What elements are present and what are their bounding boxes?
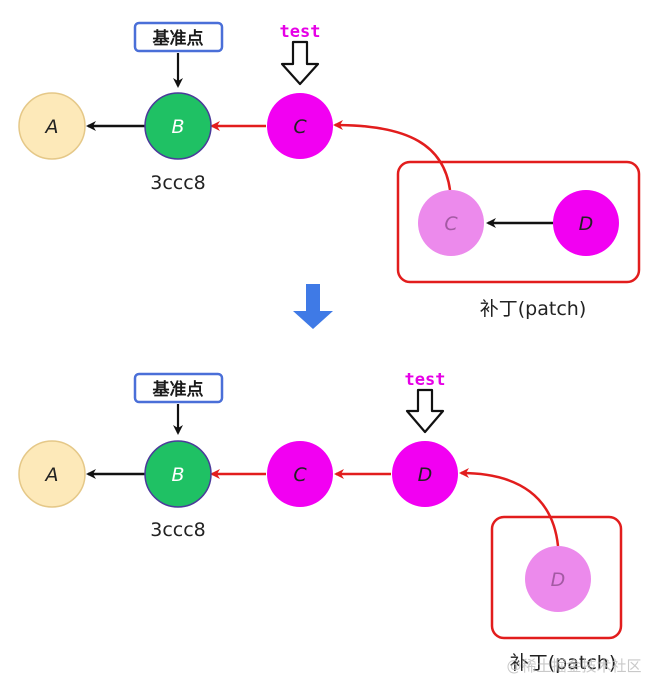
- svg-text:C: C: [293, 464, 307, 486]
- top-patch-label: 补丁(patch): [480, 298, 586, 320]
- top-branch-pointer-icon: [280, 40, 320, 86]
- svg-text:B: B: [171, 464, 184, 486]
- watermark: @稀土掘金技术社区: [506, 657, 641, 675]
- svg-text:B: B: [171, 116, 184, 138]
- top-diagram: 基准点 test A B 3ccc8 C C: [18, 21, 641, 320]
- top-patch-node-d: D: [553, 190, 619, 256]
- bottom-node-d: D: [392, 441, 458, 507]
- top-branch-label: test: [280, 22, 321, 42]
- svg-text:D: D: [551, 569, 566, 591]
- top-node-a: A: [18, 92, 86, 160]
- bottom-patch-label: 补丁(patch): [510, 652, 616, 674]
- bottom-node-b: B: [144, 440, 212, 508]
- bottom-base-badge: 基准点: [133, 372, 224, 404]
- svg-text:D: D: [579, 213, 594, 235]
- top-base-badge-text: 基准点: [152, 28, 204, 49]
- bottom-branch-label: test: [405, 370, 446, 390]
- bottom-node-c: C: [267, 441, 333, 507]
- svg-text:C: C: [293, 116, 307, 138]
- top-patch-node-c: C: [418, 190, 484, 256]
- bottom-commit-hash: 3ccc8: [150, 519, 206, 541]
- svg-text:A: A: [44, 464, 59, 486]
- bottom-arrow-patch-to-d: [459, 468, 560, 547]
- top-node-c: C: [267, 93, 333, 159]
- transition-down-arrow-icon: [293, 284, 333, 329]
- bottom-patch-node-d: D: [525, 546, 591, 612]
- top-commit-hash: 3ccc8: [150, 172, 206, 194]
- bottom-branch-pointer-icon: [405, 388, 445, 434]
- bottom-node-a: A: [18, 440, 86, 508]
- top-node-b: B: [144, 92, 212, 160]
- svg-text:D: D: [418, 464, 433, 486]
- svg-text:A: A: [44, 116, 59, 138]
- bottom-diagram: 基准点 test A B 3ccc8 C D D: [18, 370, 623, 674]
- top-arrow-patch-to-c: [333, 120, 452, 191]
- top-patch-box: C D: [396, 160, 641, 284]
- top-base-badge: 基准点: [133, 21, 224, 53]
- bottom-base-badge-text: 基准点: [152, 379, 204, 400]
- bottom-patch-box: D: [490, 515, 623, 640]
- svg-text:C: C: [444, 213, 458, 235]
